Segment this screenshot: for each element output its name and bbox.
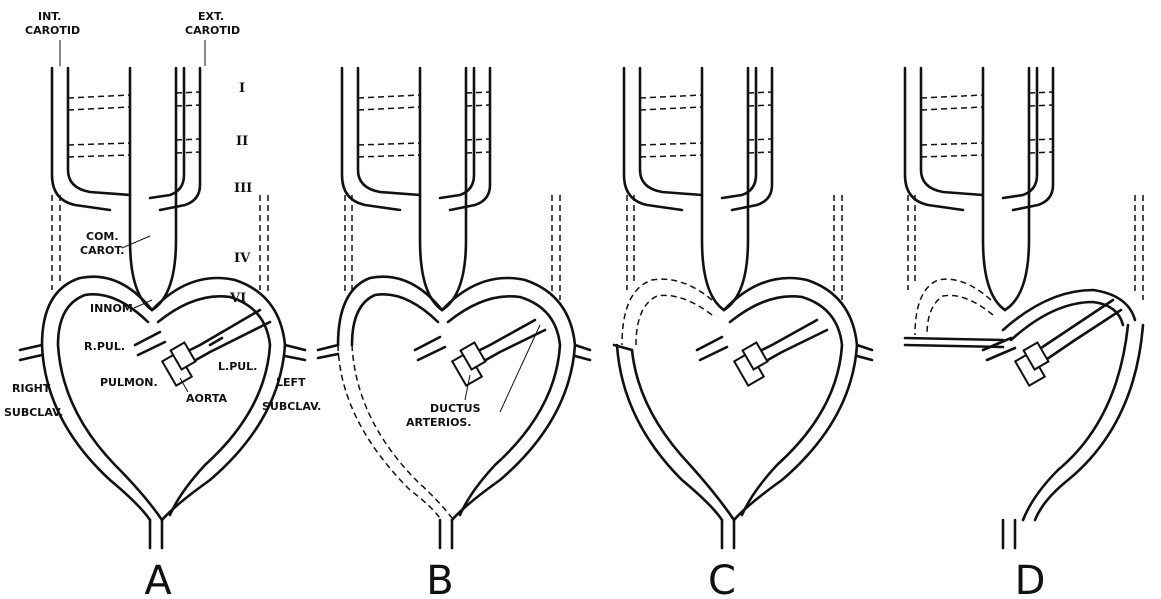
panel-b: [318, 68, 590, 548]
panel-label-b: B: [426, 558, 453, 599]
ductus-label: DUCTUS: [430, 402, 481, 415]
int-carotid-label-2: CAROTID: [25, 24, 80, 37]
left-subclav-label: LEFT: [276, 376, 306, 389]
ext-carotid-label: EXT.: [198, 10, 224, 23]
arch-iii-label: III: [234, 181, 252, 196]
r-pul-label: R.PUL.: [84, 340, 125, 353]
aorta-label: AORTA: [186, 392, 227, 405]
arch-i-label: I: [239, 81, 245, 96]
pulmon-label: PULMON.: [100, 376, 158, 389]
panel-label-c: C: [708, 558, 736, 599]
com-carot-label: COM.: [86, 230, 119, 243]
com-carot-label-2: CAROT.: [80, 244, 124, 257]
left-subclav-label-2: SUBCLAV.: [262, 400, 321, 413]
l-pul-label: L.PUL.: [218, 360, 257, 373]
panel-a: [20, 68, 305, 548]
int-carotid-label: INT.: [38, 10, 61, 23]
arch-vi-label: VI: [229, 291, 246, 306]
arch-ii-label: II: [236, 134, 248, 149]
innom-label: INNOM.: [90, 302, 137, 315]
panel-c: [614, 68, 872, 548]
right-subclav-label-2: SUBCLAV.: [4, 406, 63, 419]
ext-carotid-label-2: CAROTID: [185, 24, 240, 37]
ductus-label-2: ARTERIOS.: [406, 416, 472, 429]
arch-iv-label: IV: [234, 251, 251, 266]
panel-d: [905, 68, 1143, 548]
panel-label-d: D: [1015, 558, 1046, 599]
right-subclav-label: RIGHT: [12, 382, 51, 395]
panel-label-a: A: [144, 558, 172, 599]
